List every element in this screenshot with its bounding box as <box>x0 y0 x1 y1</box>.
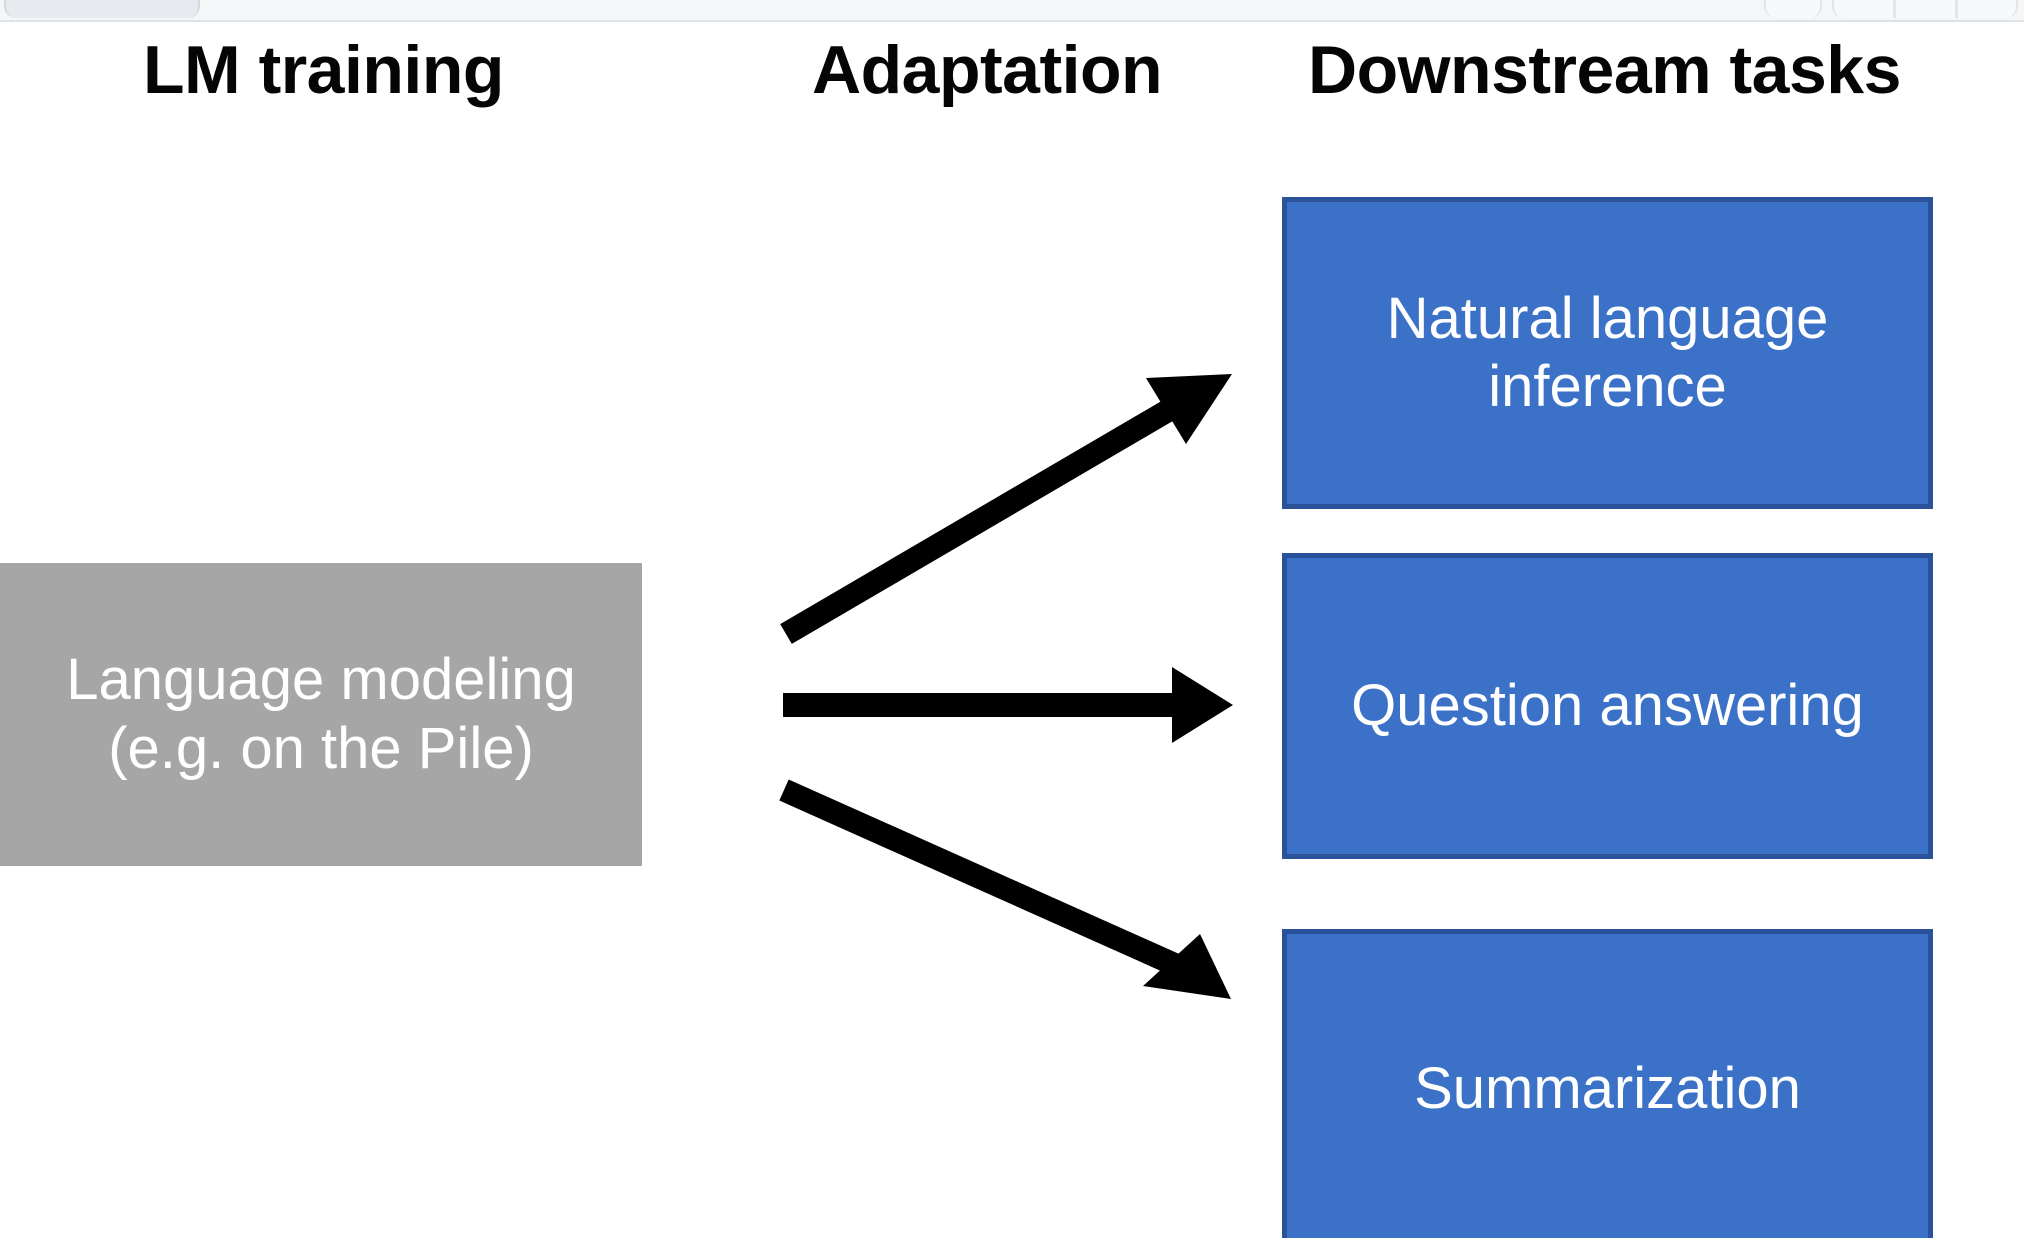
node-language-modeling[interactable]: Language modeling (e.g. on the Pile) <box>0 563 642 866</box>
column-header-adaptation: Adaptation <box>812 32 1163 108</box>
restore-button[interactable] <box>1832 0 1894 18</box>
window-controls <box>1764 0 2018 18</box>
node-natural-language-inference[interactable]: Natural language inference <box>1282 197 1933 509</box>
minimize-button[interactable] <box>1764 0 1822 18</box>
browser-tab[interactable] <box>4 0 200 18</box>
close-button[interactable] <box>1956 0 2018 18</box>
column-header-downstream-tasks: Downstream tasks <box>1308 32 1901 108</box>
node-summarization[interactable]: Summarization <box>1282 929 1933 1238</box>
arrow-to-qa <box>783 667 1233 743</box>
node-question-answering[interactable]: Question answering <box>1282 553 1933 859</box>
maximize-button[interactable] <box>1894 0 1956 18</box>
arrow-to-summ <box>779 779 1231 999</box>
column-header-lm-training: LM training <box>143 32 504 108</box>
browser-chrome-bar <box>0 0 2024 22</box>
arrow-to-nli <box>780 374 1232 644</box>
